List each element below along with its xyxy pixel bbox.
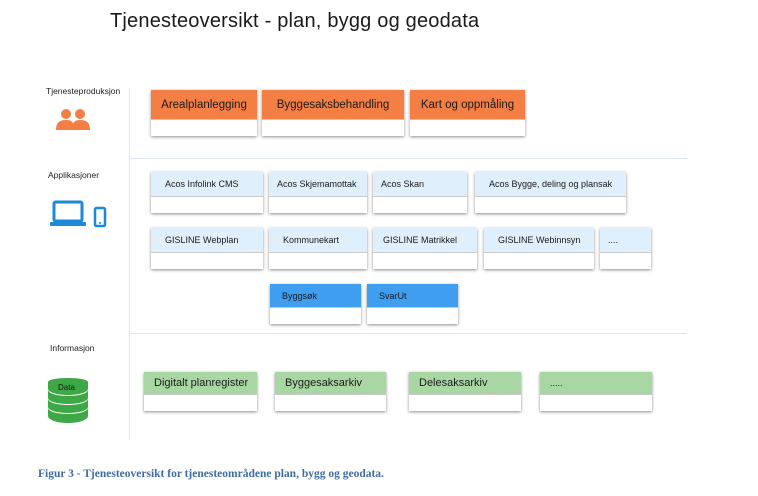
database-label: Data xyxy=(58,383,75,392)
app-card-acos-bygge-deling-plansak: Acos Bygge, deling og plansak xyxy=(475,172,626,213)
app-label: .... xyxy=(600,228,651,252)
figure-caption: Figur 3 - Tjenesteoversikt for tjenesteo… xyxy=(38,468,384,480)
app-card-gisline-webinnsyn: GISLINE Webinnsyn xyxy=(484,228,594,269)
service-card-arealplanlegging: Arealplanlegging xyxy=(151,90,257,136)
app-card-svarut: SvarUt xyxy=(367,284,458,324)
section-label-information: Informasjon xyxy=(50,343,95,353)
service-card-kart-og-oppmaling: Kart og oppmåling xyxy=(410,90,525,136)
app-label: Byggsøk xyxy=(270,284,361,307)
info-card-more: ..... xyxy=(540,372,652,411)
devices-icon xyxy=(50,200,107,228)
service-card-byggesaksbehandling: Byggesaksbehandling xyxy=(262,90,404,136)
info-label: Byggesaksarkiv xyxy=(275,372,386,394)
database-icon xyxy=(48,378,88,423)
section-divider-2 xyxy=(129,333,687,334)
app-card-gisline-webplan: GISLINE Webplan xyxy=(151,228,263,269)
info-card-delesaksarkiv: Delesaksarkiv xyxy=(409,372,521,411)
section-label-production: Tjenesteproduksjon xyxy=(46,86,121,96)
app-card-acos-skjemamottak: Acos Skjemamottak xyxy=(269,172,367,213)
section-label-applications: Applikasjoner xyxy=(48,170,100,180)
app-label: Acos Skjemamottak xyxy=(269,172,367,196)
info-label: Digitalt planregister xyxy=(144,372,257,394)
info-label: ..... xyxy=(540,372,652,394)
section-divider-1 xyxy=(129,158,687,159)
info-card-digitalt-planregister: Digitalt planregister xyxy=(144,372,257,411)
section-divider-vertical xyxy=(129,88,130,440)
diagram-title: Tjenesteoversikt - plan, bygg og geodata xyxy=(110,10,480,32)
app-card-byggsok: Byggsøk xyxy=(270,284,361,324)
service-label: Arealplanlegging xyxy=(151,90,257,119)
app-card-acos-infolink-cms: Acos Infolink CMS xyxy=(151,172,263,213)
service-label: Kart og oppmåling xyxy=(410,90,525,119)
app-label: Acos Bygge, deling og plansak xyxy=(475,172,626,196)
app-card-kommunekart: Kommunekart xyxy=(269,228,367,269)
info-card-byggesaksarkiv: Byggesaksarkiv xyxy=(275,372,386,411)
people-icon xyxy=(56,109,90,130)
app-label: Acos Skan xyxy=(373,172,467,196)
app-label: GISLINE Webplan xyxy=(151,228,263,252)
app-card-gisline-matrikkel: GISLINE Matrikkel xyxy=(373,228,477,269)
app-label: Acos Infolink CMS xyxy=(151,172,263,196)
app-label: Kommunekart xyxy=(269,228,367,252)
service-label: Byggesaksbehandling xyxy=(262,90,404,119)
app-label: GISLINE Matrikkel xyxy=(373,228,477,252)
app-label: SvarUt xyxy=(367,284,458,307)
app-card-more: .... xyxy=(600,228,651,269)
app-card-acos-skan: Acos Skan xyxy=(373,172,467,213)
info-label: Delesaksarkiv xyxy=(409,372,521,394)
app-label: GISLINE Webinnsyn xyxy=(484,228,594,252)
